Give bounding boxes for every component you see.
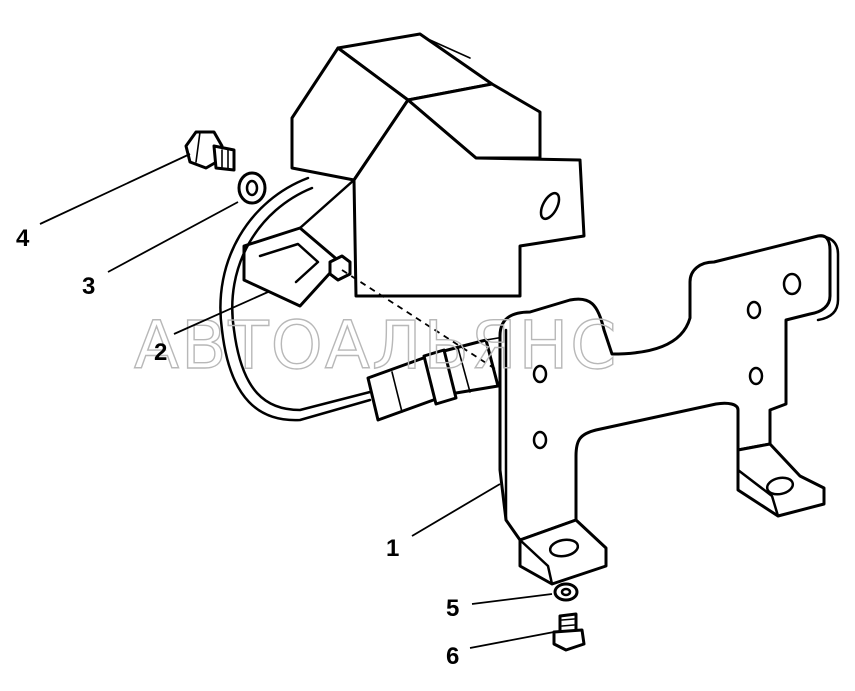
wire-harness <box>219 176 372 422</box>
callout-1: 1 <box>386 535 399 562</box>
callout-5: 5 <box>446 595 459 622</box>
callout-4: 4 <box>16 225 30 252</box>
watermark-text: АВТОАЛЬЯНС <box>134 307 618 384</box>
leader-line-6 <box>469 631 555 649</box>
callout-6: 6 <box>446 643 459 670</box>
sensor-housing <box>242 32 586 308</box>
screw <box>552 612 586 652</box>
leader-line-1 <box>411 483 501 537</box>
washer <box>237 171 267 205</box>
bolt <box>184 130 236 172</box>
leader-line-4 <box>39 153 191 225</box>
assembly-line <box>341 269 501 373</box>
leader-line-3 <box>107 201 239 273</box>
callout-3: 3 <box>82 273 95 300</box>
leader-lines <box>39 153 555 649</box>
leader-line-5 <box>471 593 553 605</box>
leader-line-2 <box>173 291 269 335</box>
lock-washer <box>553 582 579 602</box>
connector <box>366 335 511 422</box>
mounting-bracket <box>498 234 840 586</box>
callout-2: 2 <box>154 339 167 366</box>
